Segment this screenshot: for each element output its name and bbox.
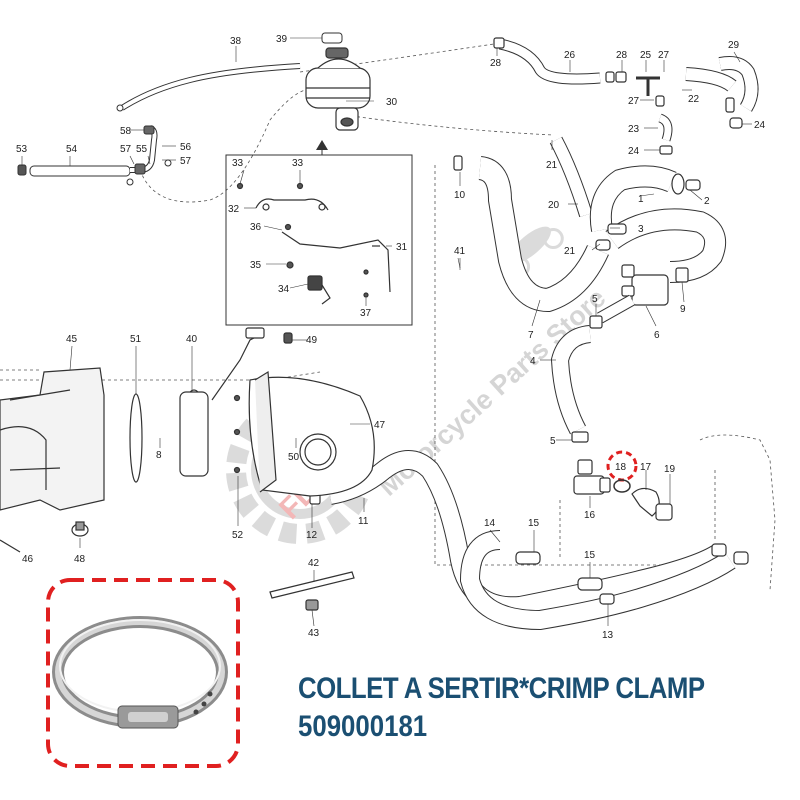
part-number: 509000181 (298, 710, 428, 743)
callout-12: 12 (306, 530, 318, 541)
callout-24a: 24 (754, 120, 766, 131)
callout-47: 47 (374, 420, 386, 431)
callout-11: 11 (358, 516, 369, 527)
callout-16: 16 (584, 510, 596, 521)
callout-21a: 21 (546, 160, 558, 171)
callout-18: 18 (615, 462, 627, 473)
callout-39: 39 (276, 34, 288, 45)
callout-36: 36 (250, 222, 262, 233)
callout-28b: 28 (616, 50, 628, 61)
callout-19: 19 (664, 464, 676, 475)
callout-32: 32 (228, 204, 240, 215)
clamp-photo-inset (46, 578, 240, 768)
leader-lines (21, 37, 752, 627)
callout-23: 23 (628, 124, 640, 135)
callout-27a: 27 (658, 50, 670, 61)
lower-hoses (309, 450, 749, 631)
callout-17: 17 (640, 462, 652, 473)
callout-35: 35 (250, 260, 262, 271)
callout-53: 53 (16, 144, 28, 155)
callout-13: 13 (602, 630, 614, 641)
callout-33b: 33 (292, 158, 304, 169)
callout-10: 10 (454, 190, 466, 201)
thermostat-hoses (549, 136, 726, 329)
callout-3: 3 (638, 224, 644, 235)
callout-37: 37 (360, 308, 372, 319)
callout-41: 41 (454, 246, 466, 257)
callout-14: 14 (484, 518, 496, 529)
callout-29: 29 (728, 40, 740, 51)
callout-2: 2 (704, 196, 710, 207)
callout-40: 40 (186, 334, 198, 345)
radiator-hose-7 (453, 155, 609, 313)
callout-42: 42 (308, 558, 320, 569)
callout-4: 4 (530, 356, 536, 367)
callout-30: 30 (386, 97, 398, 108)
callout-48: 48 (74, 554, 86, 565)
callout-8: 8 (156, 450, 162, 461)
callout-7: 7 (528, 330, 534, 341)
cover-40-gasket-51 (129, 327, 293, 483)
callout-9: 9 (680, 304, 686, 315)
callout-56: 56 (180, 142, 192, 153)
callout-20: 20 (548, 200, 560, 211)
callout-31: 31 (396, 242, 408, 253)
callout-45: 45 (66, 334, 78, 345)
radiator-outline (699, 434, 776, 591)
callout-15a: 15 (528, 518, 540, 529)
callout-15b: 15 (584, 550, 596, 561)
callout-22: 22 (688, 94, 700, 105)
hose-4 (550, 325, 592, 443)
callout-55: 55 (136, 144, 148, 155)
callout-27b: 27 (628, 96, 640, 107)
callout-57a: 57 (120, 144, 132, 155)
callout-46: 46 (22, 554, 34, 565)
coolant-reservoir (305, 47, 371, 131)
bracket-detail-box (225, 140, 413, 326)
overflow-hose-38 (116, 63, 301, 112)
crimp-clamp-18-highlight (606, 450, 638, 493)
callout-51: 51 (130, 334, 142, 345)
callout-52: 52 (232, 530, 244, 541)
callout-26: 26 (564, 50, 576, 61)
upper-hoses (493, 37, 759, 155)
tee-fitting-group (573, 459, 673, 521)
callout-21b: 21 (564, 246, 576, 257)
callout-24b: 24 (628, 146, 640, 157)
callout-54: 54 (66, 144, 78, 155)
callout-labels: 1 2 3 4 5 5 6 7 8 9 10 11 12 13 14 15 15… (16, 34, 766, 641)
callout-28a: 28 (490, 58, 502, 69)
callout-57b: 57 (180, 156, 192, 167)
callout-25: 25 (640, 50, 652, 61)
callout-5b: 5 (550, 436, 556, 447)
callout-50: 50 (288, 452, 300, 463)
callout-33a: 33 (232, 158, 244, 169)
callout-5a: 5 (592, 294, 598, 305)
reservoir-cap-39 (321, 32, 343, 44)
cable-tie (269, 571, 355, 611)
callout-49: 49 (306, 335, 318, 346)
crimp-clamp-photo (52, 616, 228, 729)
callout-38: 38 (230, 36, 242, 47)
callout-58: 58 (120, 126, 132, 137)
callout-34: 34 (278, 284, 290, 295)
bleed-hose-assembly (17, 125, 172, 186)
water-pump-housing (248, 370, 375, 497)
engine-block (0, 367, 105, 553)
callout-1: 1 (638, 194, 644, 205)
callout-43: 43 (308, 628, 320, 639)
part-title: COLLET A SERTIR*CRIMP CLAMP (298, 672, 705, 705)
callout-6: 6 (654, 330, 660, 341)
